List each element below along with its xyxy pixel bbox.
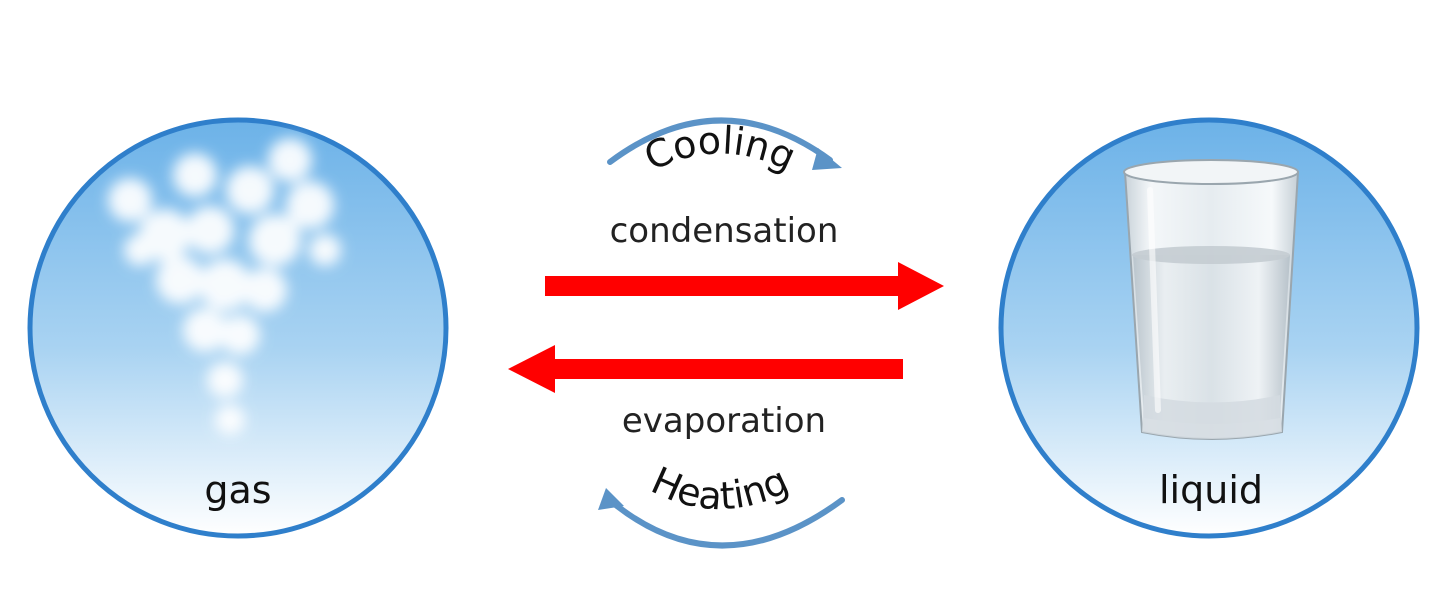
water-glass-icon <box>1123 159 1300 440</box>
left-arrowhead-icon <box>508 345 555 393</box>
heating-curved-arrow: Heating <box>598 458 845 549</box>
heating-label: Heating <box>645 458 795 518</box>
condensation-arrow <box>545 262 944 310</box>
liquid-label: liquid <box>1159 468 1263 512</box>
gas-state: gas <box>27 117 449 539</box>
cooling-label: Cooling <box>638 118 803 179</box>
condensation-label: condensation <box>610 211 839 251</box>
cooling-arrowhead-icon <box>812 148 842 170</box>
right-arrowhead-icon <box>898 262 944 310</box>
cooling-curved-arrow: Cooling <box>607 117 842 179</box>
steam-cloud-icon <box>108 138 341 435</box>
evaporation-arrow <box>508 345 903 393</box>
gas-label: gas <box>204 468 271 512</box>
evaporation-label: evaporation <box>622 401 826 441</box>
liquid-state: liquid <box>998 117 1420 539</box>
heating-arrowhead-icon <box>598 488 624 510</box>
